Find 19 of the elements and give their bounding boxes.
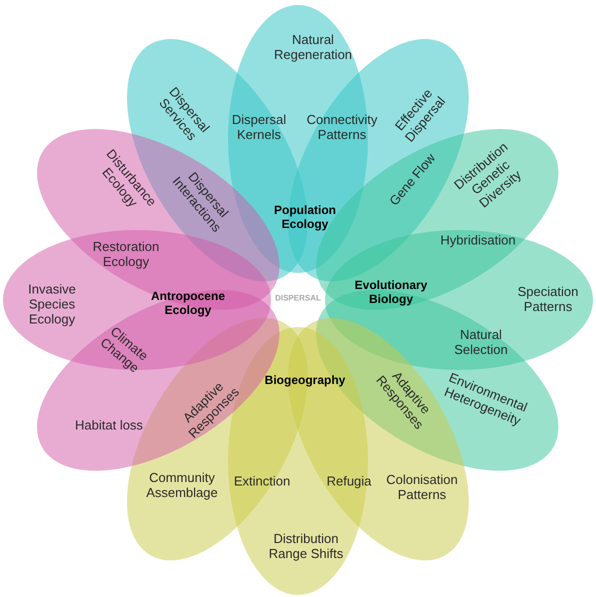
petal-text: Colonisation Patterns xyxy=(385,473,459,503)
petal-heading: Biogeography xyxy=(264,374,346,388)
center-label: DISPERSAL xyxy=(274,293,322,303)
petal-text: Community Assemblage xyxy=(145,471,219,501)
overlap-label: Extinction xyxy=(232,474,292,490)
petal-heading: Population Ecology xyxy=(273,204,337,232)
overlap-label: Dispersal Kernels xyxy=(230,113,288,143)
overlap-label: Refugia xyxy=(326,474,372,490)
petal-text: Natural Regeneration xyxy=(272,33,354,63)
petal-text: Habitat loss xyxy=(74,418,144,434)
petal-text: Distribution Range Shifts xyxy=(268,532,344,562)
petal-heading: Antropocene Ecology xyxy=(150,290,226,318)
petal-text: Invasive Species Ecology xyxy=(27,282,77,328)
overlap-label: Hybridisation xyxy=(439,234,517,248)
overlap-label: Connectivity Patterns xyxy=(306,113,378,143)
petal-text: Speciation Patterns xyxy=(516,285,580,315)
overlap-label: Restoration Ecology xyxy=(92,240,160,270)
petal-heading: Evolutionary Biology xyxy=(354,279,428,307)
overlap-label: Natural Selection xyxy=(453,328,509,358)
